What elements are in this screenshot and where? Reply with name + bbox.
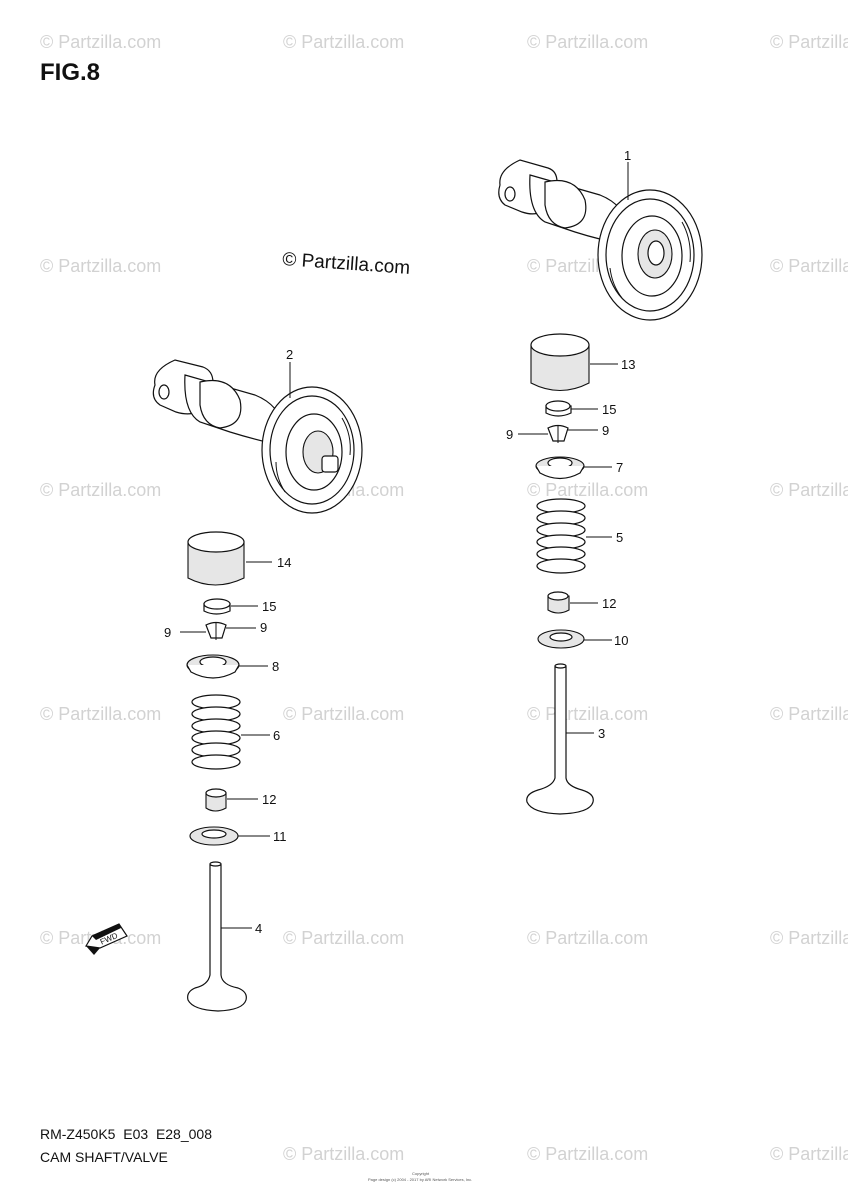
valve-tappet-14[interactable] xyxy=(187,531,245,586)
spring-retainer-8[interactable] xyxy=(186,654,240,679)
watermark: © Partzilla.com xyxy=(283,704,404,724)
section-name: CAM SHAFT/VALVE xyxy=(40,1149,168,1165)
watermark: © Partzilla.com xyxy=(40,256,161,276)
watermark: © Partzilla.com xyxy=(527,32,648,52)
valve-stem-seal-12-left[interactable] xyxy=(205,788,227,812)
callout-label: 12 xyxy=(602,596,616,611)
callout-label: 9 xyxy=(602,423,609,438)
model-code: RM-Z450K5 E03 E28_008 xyxy=(40,1126,212,1142)
exhaust-valve-3[interactable] xyxy=(526,663,594,815)
callout-label: 13 xyxy=(621,357,635,372)
shim-15[interactable] xyxy=(203,598,231,615)
watermark: © Partzilla.com xyxy=(770,1144,848,1164)
callout-label: 10 xyxy=(614,633,628,648)
watermark: © Partzilla.com xyxy=(283,928,404,948)
valve-tappet-13[interactable] xyxy=(530,333,590,392)
watermark: © Partzilla.com xyxy=(40,704,161,724)
watermark-layer: © Partzilla.com © Partzilla.com © Partzi… xyxy=(40,32,848,1164)
spring-retainer-7[interactable] xyxy=(535,456,585,480)
watermark: © Partzilla.com xyxy=(527,704,648,724)
watermark: © Partzilla.com xyxy=(40,480,161,500)
callout-label: 7 xyxy=(616,460,623,475)
shim-15-right[interactable] xyxy=(545,400,572,417)
valve-spring-5[interactable] xyxy=(536,498,586,574)
callout-label: 11 xyxy=(273,829,287,844)
callout-label: 2 xyxy=(286,347,293,362)
watermark: © Partzilla.com xyxy=(283,32,404,52)
watermark: © Partzilla.com xyxy=(770,480,848,500)
camshaft-part-1[interactable] xyxy=(498,159,703,321)
spring-seat-10[interactable] xyxy=(537,629,585,649)
callout-label: 12 xyxy=(262,792,276,807)
fine-print: Copyright xyxy=(412,1171,430,1176)
watermark: © Partzilla.com xyxy=(527,928,648,948)
camshaft-part-2[interactable] xyxy=(152,359,363,514)
watermark: © Partzilla.com xyxy=(770,704,848,724)
watermark: © Partzilla.com xyxy=(527,480,648,500)
callout-label: 15 xyxy=(602,402,616,417)
watermark: © Partzilla.com xyxy=(40,32,161,52)
watermark: © Partzilla.com xyxy=(527,1144,648,1164)
intake-valve-4[interactable] xyxy=(187,861,247,1012)
center-watermark: © Partzilla.com xyxy=(282,249,411,279)
callout-label: 14 xyxy=(277,555,291,570)
callout-label: 5 xyxy=(616,530,623,545)
callout-label: 9 xyxy=(506,427,513,442)
callout-label: 9 xyxy=(260,620,267,635)
figure-title: FIG.8 xyxy=(40,59,100,86)
watermark: © Partzilla.com xyxy=(770,32,848,52)
valve-spring-6[interactable] xyxy=(191,694,241,770)
valve-cotter-9-right[interactable] xyxy=(547,424,569,443)
spring-seat-11[interactable] xyxy=(189,826,239,846)
valve-cotter-9-left[interactable] xyxy=(205,621,227,640)
callout-label: 3 xyxy=(598,726,605,741)
callout-label: 8 xyxy=(272,659,279,674)
callout-label: 1 xyxy=(624,148,631,163)
callout-label: 6 xyxy=(273,728,280,743)
watermark: © Partzilla.com xyxy=(770,928,848,948)
fine-print: Page design (c) 2004 - 2017 by ARI Netwo… xyxy=(368,1177,472,1182)
valve-stem-seal-12-right[interactable] xyxy=(547,591,570,614)
watermark: © Partzilla.com xyxy=(283,1144,404,1164)
callout-label: 9 xyxy=(164,625,171,640)
watermark: © Partzilla.com xyxy=(770,256,848,276)
callout-label: 4 xyxy=(255,921,262,936)
callouts: 1 2 14 15 9 9 8 6 12 11 4 13 15 9 9 7 5 xyxy=(164,148,635,936)
callout-label: 15 xyxy=(262,599,276,614)
